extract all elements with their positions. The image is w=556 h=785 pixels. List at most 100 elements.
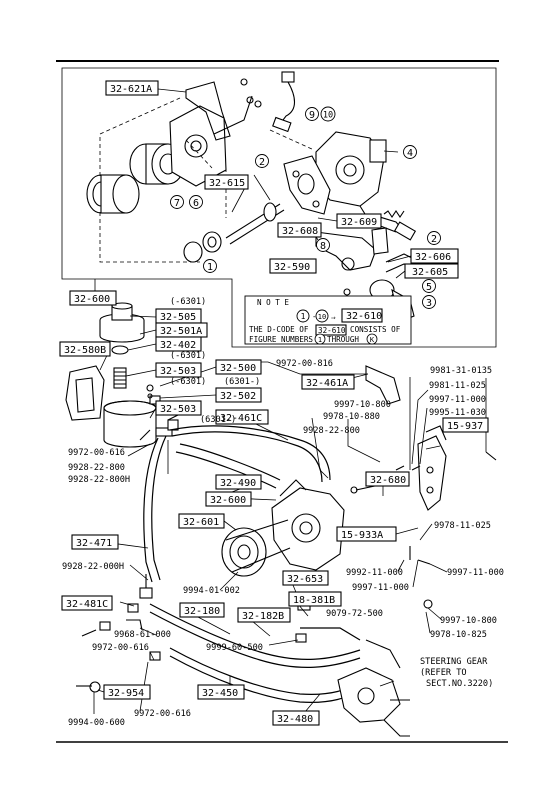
ref-9997-10-800-b: 9997-10-800 — [440, 616, 497, 626]
ref-6301-b: (-6301) — [170, 351, 206, 361]
label-32-590: 32-590 — [274, 262, 310, 273]
ref-9994-01-002: 9994-01-002 — [183, 586, 240, 596]
note-title: N O T E — [257, 298, 289, 307]
label-32-601: 32-601 — [183, 517, 219, 528]
callout-10: 10 — [323, 111, 333, 121]
note-line3-circle-1: 1 — [318, 336, 322, 344]
label-32-402: 32-402 — [160, 340, 196, 351]
callout-5: 5 — [426, 282, 432, 293]
ref-9997-10-800-a: 9997-10-800 — [334, 400, 391, 410]
callout-1: 1 — [207, 262, 213, 273]
label-32-606: 32-606 — [415, 252, 451, 263]
callout-2b: 2 — [431, 234, 437, 245]
label-32-503-a: 32-503 — [160, 366, 196, 377]
note-circle-10: 10 — [318, 313, 326, 321]
label-32-501A: 32-501A — [160, 326, 202, 337]
note-circled-k: K — [370, 336, 375, 344]
label-32-500: 32-500 — [220, 363, 256, 374]
steering-gear-line2: (REFER TO — [420, 668, 467, 678]
callout-8: 8 — [320, 241, 326, 252]
label-32-954: 32-954 — [108, 688, 144, 699]
label-32-461A: 32-461A — [306, 378, 348, 389]
ref-9997-11-000-b: 9997-11-000 — [352, 583, 409, 593]
label-32-609: 32-609 — [341, 217, 377, 228]
reference-numbers: (-6301) (-6301) (-6301) (6301-) (6301-) … — [62, 297, 504, 728]
callout-6: 6 — [193, 198, 199, 209]
label-32-615: 32-615 — [209, 178, 245, 189]
note-line3a: FIGURE NUMBERS — [249, 335, 313, 344]
note-inline-32-610: 32-610 — [318, 326, 346, 335]
ref-9978-10-880: 9978-10-880 — [323, 412, 380, 422]
ref-9997-11-000-c: 9997-11-000 — [447, 568, 504, 578]
label-32-680: 32-680 — [370, 475, 406, 486]
ref-9928-22-800-b: 9928-22-800 — [68, 463, 125, 473]
ref-9928-22-800-a: 9928-22-800 — [303, 426, 360, 436]
pump-detail-frame — [61, 67, 497, 348]
ref-6301-a: (-6301) — [170, 297, 206, 307]
ref-9981-31-0135: 9981-31-0135 — [430, 366, 492, 376]
ref-9978-11-025: 9978-11-025 — [434, 521, 491, 531]
label-15-933A: 15-933A — [341, 530, 383, 541]
ref-9981-11-025: 9981-11-025 — [429, 381, 486, 391]
ref-9972-00-616-b: 9972-00-616 — [92, 643, 149, 653]
ref-9079-72-500: 9079-72-500 — [326, 609, 383, 619]
label-32-600-bottom: 32-600 — [210, 495, 246, 506]
steering-gear-line3: SECT.NO.3220) — [426, 679, 493, 689]
note-line3b: THROUGH — [327, 335, 359, 344]
label-32-503-b: 32-503 — [160, 404, 196, 415]
note-line2a: THE D-CODE OF — [249, 325, 309, 334]
note-arrow: ⇒ — [331, 313, 336, 322]
callout-7: 7 — [174, 198, 180, 209]
label-32-621A: 32-621A — [110, 84, 152, 95]
ref-9995-11-030: 9995-11-030 — [429, 408, 486, 418]
callout-3: 3 — [426, 298, 432, 309]
ref-9928-22-800H: 9928-22-800H — [68, 475, 130, 485]
label-32-580B: 32-580B — [64, 345, 106, 356]
label-32-653: 32-653 — [287, 574, 323, 585]
note-circle-1: 1 — [301, 312, 306, 321]
callouts: 1 2 2 3 4 5 6 7 8 9 10 — [170, 106, 441, 309]
label-32-480: 32-480 — [277, 714, 313, 725]
label-32-450: 32-450 — [202, 688, 238, 699]
ref-9928-22-000H: 9928-22-000H — [62, 562, 124, 572]
ref-9999-60-500: 9999-60-500 — [206, 643, 263, 653]
ref-6301-c: (-6301) — [170, 377, 206, 387]
ref-9968-61-000: 9968-61-000 — [114, 630, 171, 640]
ref-9992-11-000: 9992-11-000 — [346, 568, 403, 578]
label-32-502: 32-502 — [220, 391, 256, 402]
label-32-608: 32-608 — [282, 226, 318, 237]
label-32-605: 32-605 — [412, 267, 448, 278]
ref-9972-00-616-a: 9972-00-616 — [68, 448, 125, 458]
label-15-937: 15-937 — [447, 421, 483, 432]
callout-4: 4 — [407, 148, 413, 159]
note-box-32-610: 32-610 — [346, 311, 382, 322]
mounting-brackets — [350, 365, 497, 609]
label-32-461C: 32-461C — [220, 413, 262, 424]
ref-6301-d: (6301-) — [224, 377, 260, 387]
label-32-180: 32-180 — [184, 606, 220, 617]
label-32-182B: 32-182B — [242, 611, 284, 622]
label-32-600-top: 32-600 — [74, 294, 110, 305]
steering-gear-line1: STEERING GEAR — [420, 657, 488, 667]
ref-9972-00-616-c: 9972-00-616 — [134, 709, 191, 719]
label-18-381B: 18-381B — [293, 595, 335, 606]
ref-9997-11-000-a: 9997-11-000 — [429, 395, 486, 405]
callout-2a: 2 — [259, 157, 265, 168]
ref-9994-00-600: 9994-00-600 — [68, 718, 125, 728]
label-32-481C: 32-481C — [66, 599, 108, 610]
lower-pump — [221, 479, 345, 577]
note-dash: - — [312, 312, 317, 321]
ref-9978-10-825: 9978-10-825 — [430, 630, 487, 640]
part-labels: 32-621A 32-615 32-609 32-608 32-590 32-6… — [59, 80, 489, 726]
label-32-505: 32-505 — [160, 312, 196, 323]
note-box: N O T E 1 - 10 ⇒ 32-610 THE D-CODE OF 32… — [244, 295, 412, 345]
ref-6301-e: (6301-) — [200, 415, 236, 425]
callout-9: 9 — [309, 110, 315, 121]
label-32-490: 32-490 — [220, 478, 256, 489]
ref-9972-00-816: 9972-00-816 — [276, 359, 333, 369]
pump-exploded-parts — [86, 71, 421, 321]
note-line2b: CONSISTS OF — [350, 325, 401, 334]
steering-gear-reference: STEERING GEAR (REFER TO SECT.NO.3220) — [420, 657, 493, 689]
steering-gear — [337, 639, 410, 737]
